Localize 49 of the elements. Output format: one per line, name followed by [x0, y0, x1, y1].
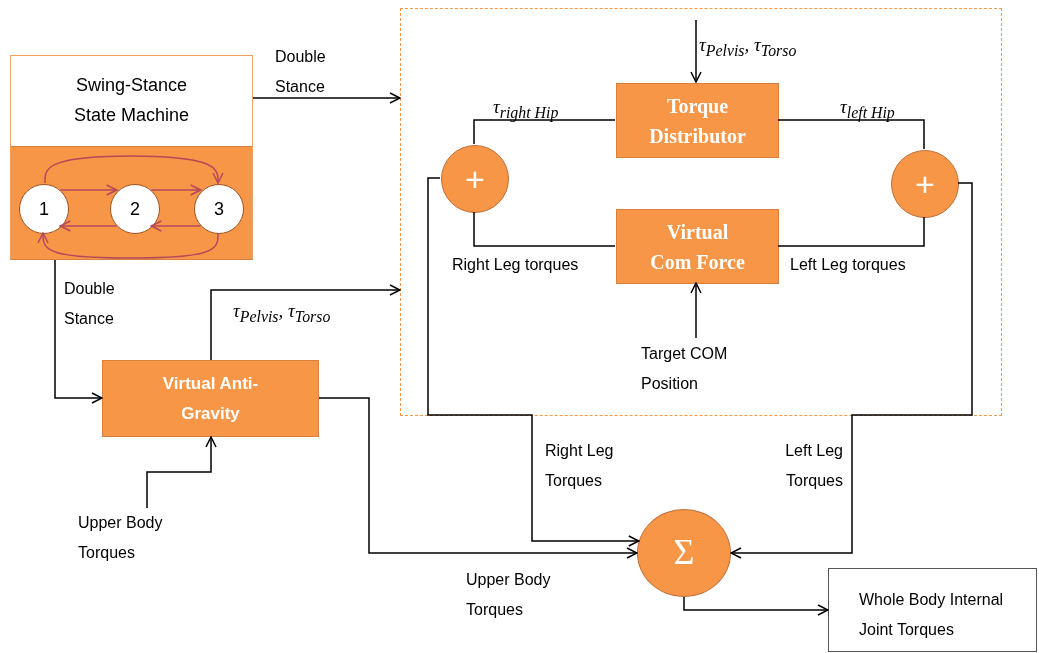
state-circle	[194, 184, 244, 234]
edge-label: τ$_{Pelvis}$, τ$_{Torso}$	[699, 34, 797, 61]
connector-arrow	[150, 220, 202, 232]
connector-arrow	[59, 184, 118, 196]
node-label: 1	[38, 198, 50, 221]
connector-arrow	[683, 596, 829, 616]
edge-label: Double Stance	[64, 279, 116, 329]
edge-label: Double Stance	[275, 47, 327, 97]
node-label: +	[464, 160, 486, 198]
node-label: Σ	[672, 531, 696, 574]
node-label: Virtual Anti-Gravity	[161, 373, 260, 425]
node-label: Upper Body Torques	[78, 513, 164, 563]
connector-arrow	[44, 155, 224, 184]
edge-label: Left Leg torques	[790, 255, 906, 275]
controller-dashed-box	[400, 8, 1002, 416]
edge-label: Right Leg Torques	[545, 441, 615, 491]
edge-label: τ$_{left Hip}$	[840, 96, 895, 124]
node-label: Torque Distributor	[648, 94, 747, 149]
edge-label: τ$_{Pelvis}$, τ$_{Torso}$	[233, 300, 331, 327]
connector-arrow	[146, 436, 217, 509]
node-label: Whole Body Internal Joint Torques	[859, 590, 1005, 640]
connector-arrow	[210, 284, 401, 361]
output-box	[828, 568, 1037, 652]
connector-arrow	[37, 232, 219, 259]
node-label: Swing-Stance State Machine	[72, 74, 191, 127]
connector-arrow	[59, 220, 118, 232]
connector-arrow	[318, 397, 638, 559]
node-label: Virtual Com Force	[649, 220, 746, 275]
connector-arrow	[54, 259, 103, 404]
process-box	[616, 209, 779, 284]
process-box	[616, 83, 779, 158]
connector-arrow	[252, 92, 401, 104]
connector-arrow	[427, 177, 640, 547]
state-circle	[110, 184, 160, 234]
connector-arrow	[730, 182, 973, 559]
state-machine-box	[10, 55, 253, 260]
process-box	[102, 360, 319, 437]
edge-label: Right Leg torques	[452, 255, 579, 275]
state-circle	[19, 184, 69, 234]
connector-arrow	[150, 184, 202, 196]
edge-label: Upper Body Torques	[466, 570, 552, 620]
node-label: 2	[129, 198, 141, 221]
node-label: Target COM Position	[641, 344, 729, 394]
edge-label: Left Leg Torques	[784, 441, 843, 491]
node-label: +	[914, 165, 936, 203]
connector-arrow	[690, 19, 702, 83]
node-label: 3	[213, 198, 225, 221]
connector-arrow	[690, 282, 702, 339]
edge-label: τ$_{right Hip}$	[493, 96, 559, 124]
